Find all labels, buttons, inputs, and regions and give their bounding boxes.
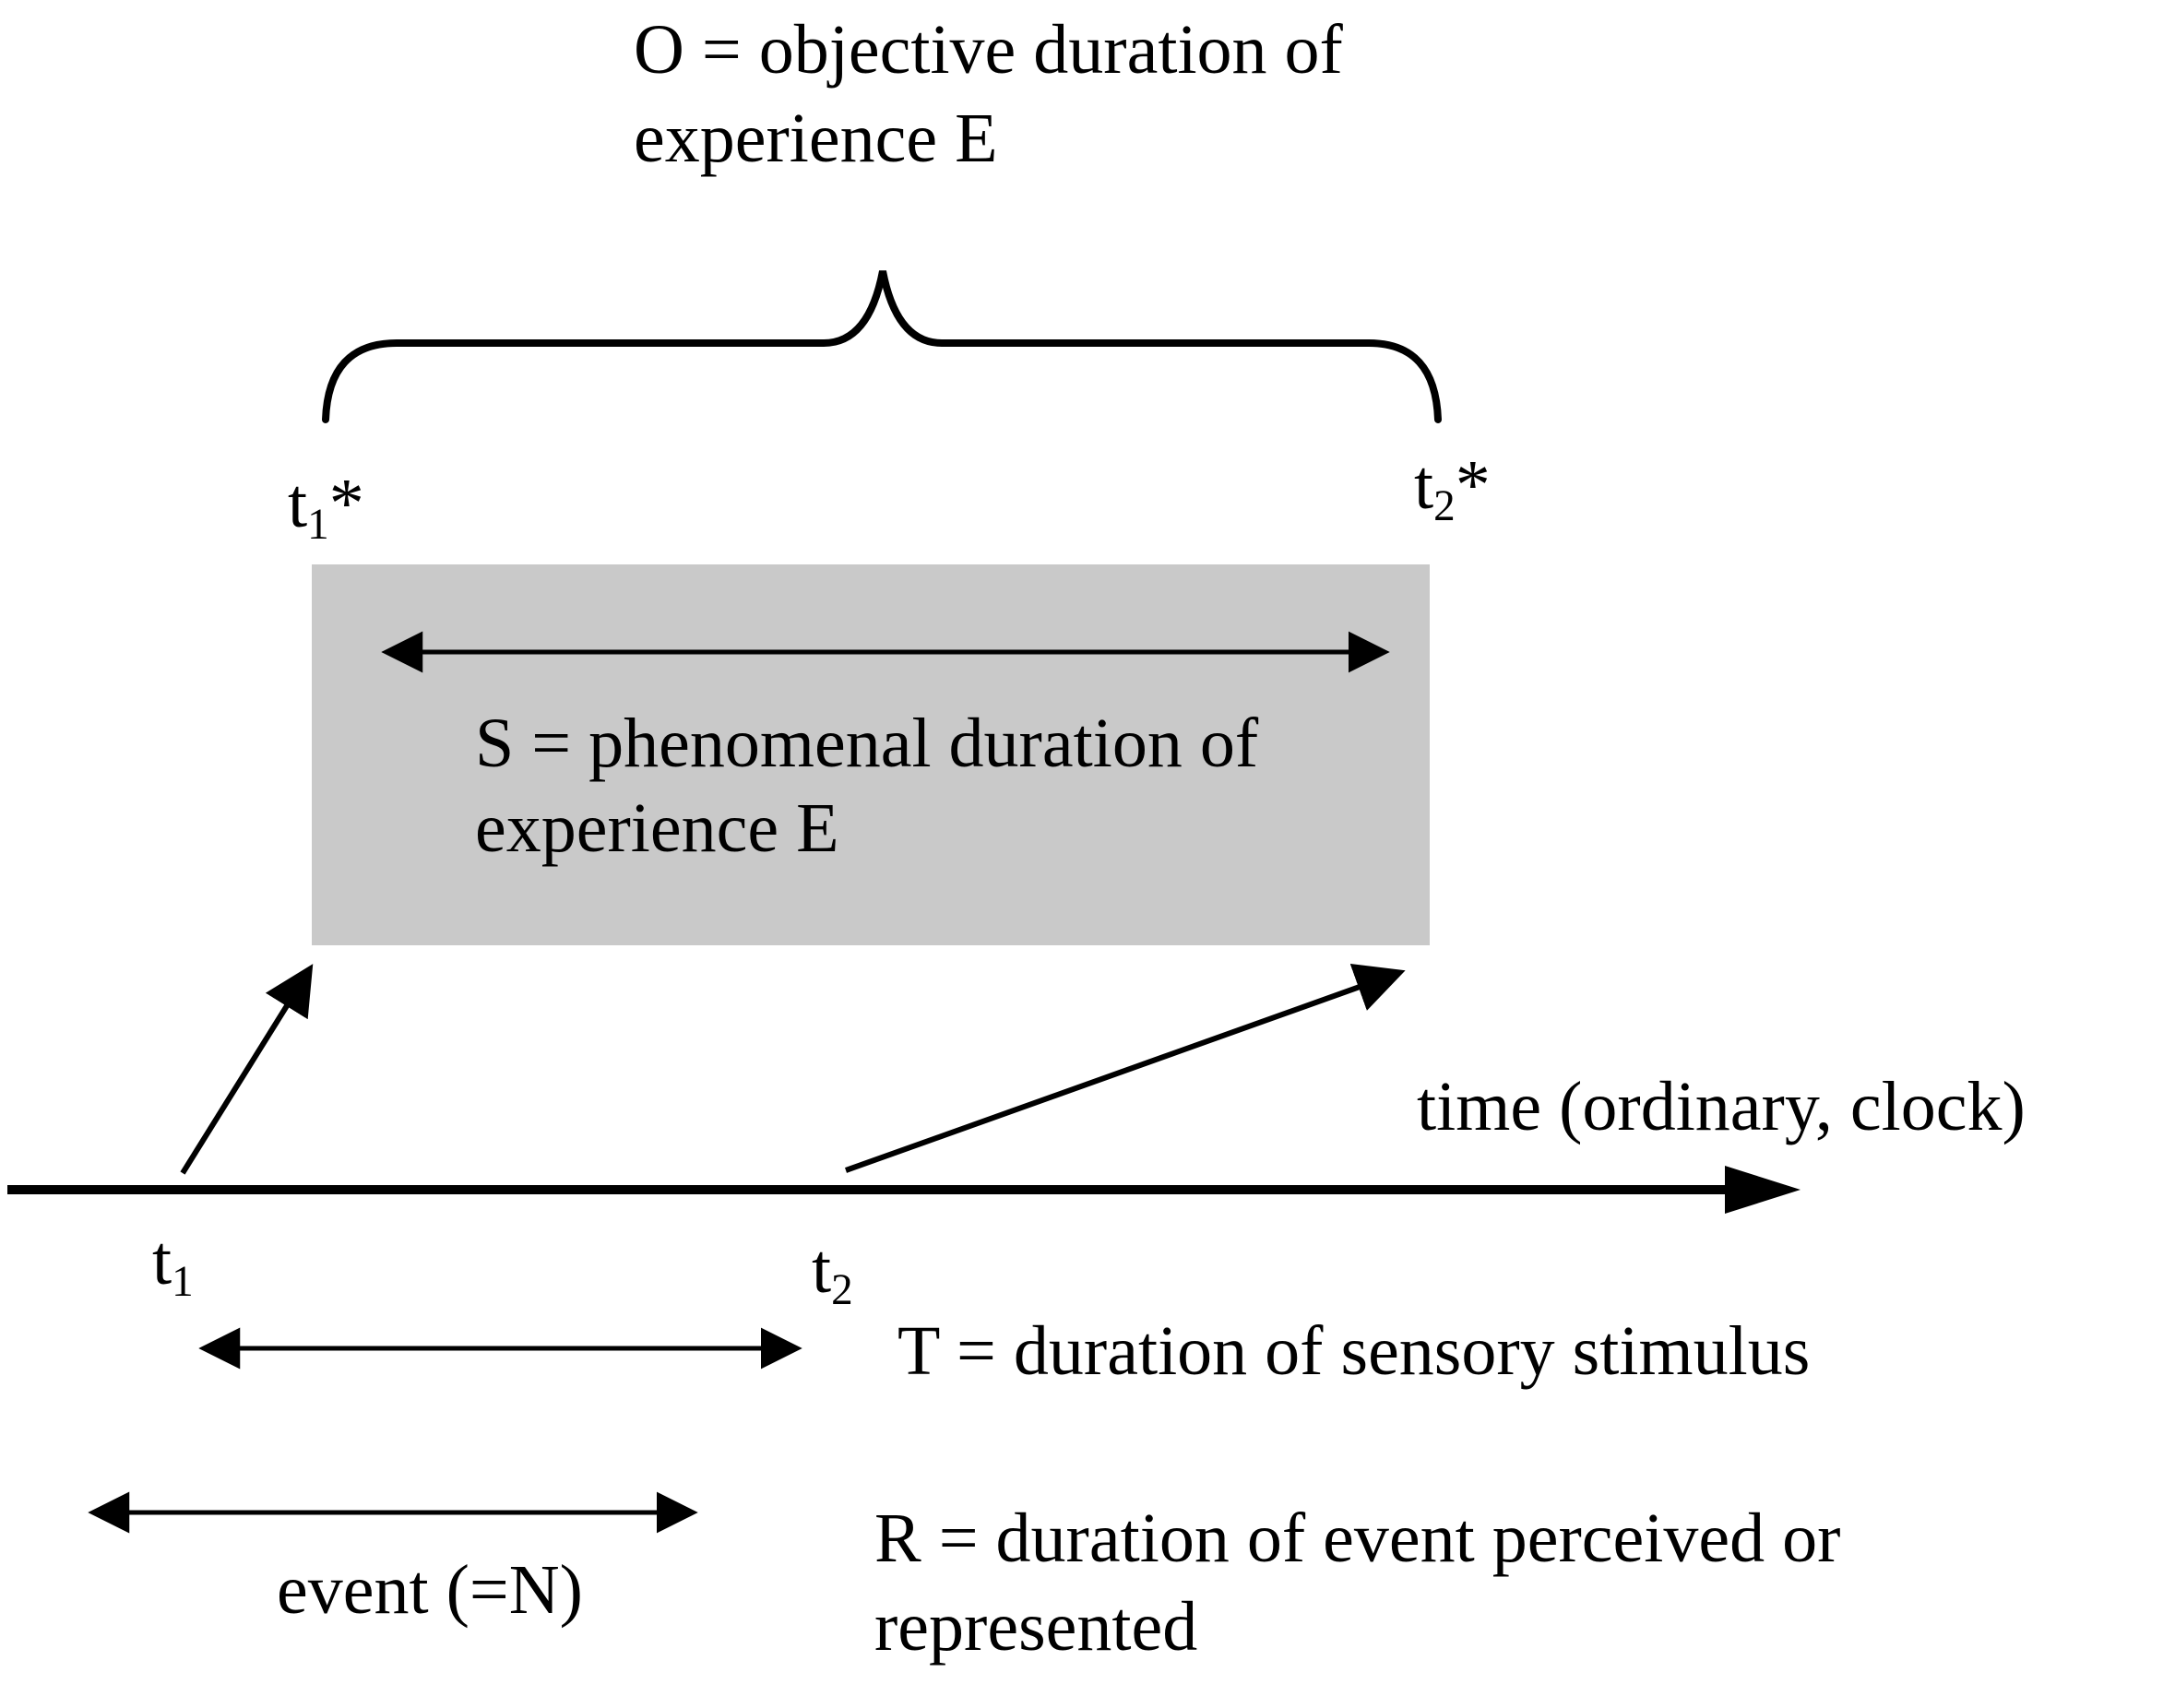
represented-duration-line1: R = duration of event perceived or <box>874 1500 1841 1577</box>
t2-star-sub: 2 <box>1433 482 1456 531</box>
stimulus-duration-label: T = duration of sensory stimulus <box>897 1312 1811 1390</box>
objective-duration-label: O = objective duration of experience E <box>634 6 1343 183</box>
phenomenal-duration-box <box>312 564 1430 945</box>
t1-base: t <box>152 1222 172 1299</box>
time-axis-arrowhead-icon <box>1725 1166 1801 1214</box>
onset-projection-arrow <box>180 964 314 1175</box>
objective-duration-line2: experience E <box>634 100 998 177</box>
label-t2-star: t2* <box>1414 446 1491 528</box>
t1-sub: 1 <box>172 1258 194 1307</box>
objective-duration-brace <box>322 270 1442 423</box>
phenomenal-duration-line1: S = phenomenal duration of <box>475 705 1259 782</box>
objective-duration-line1: O = objective duration of <box>634 11 1343 89</box>
phenomenal-duration-label: S = phenomenal duration of experience E <box>475 701 1258 871</box>
time-axis-label: time (ordinary, clock) <box>1417 1068 2026 1145</box>
t1-star-asterisk: * <box>328 465 364 542</box>
t2-star-asterisk: * <box>1455 446 1491 524</box>
t2-sub: 2 <box>831 1266 853 1315</box>
label-t2: t2 <box>812 1230 853 1312</box>
label-t1: t1 <box>152 1222 194 1304</box>
represented-duration-label: R = duration of event perceived or repre… <box>874 1494 1840 1671</box>
t1-star-base: t <box>288 465 308 542</box>
represented-duration-line2: represented <box>874 1588 1198 1666</box>
event-label: event (=N) <box>277 1551 583 1629</box>
label-t1-star: t1* <box>288 465 364 547</box>
offset-projection-arrow <box>844 964 1406 1173</box>
t1-star-sub: 1 <box>307 501 329 550</box>
t2-star-base: t <box>1414 446 1434 524</box>
phenomenal-duration-line2: experience E <box>475 789 839 867</box>
t2-base: t <box>812 1230 832 1308</box>
